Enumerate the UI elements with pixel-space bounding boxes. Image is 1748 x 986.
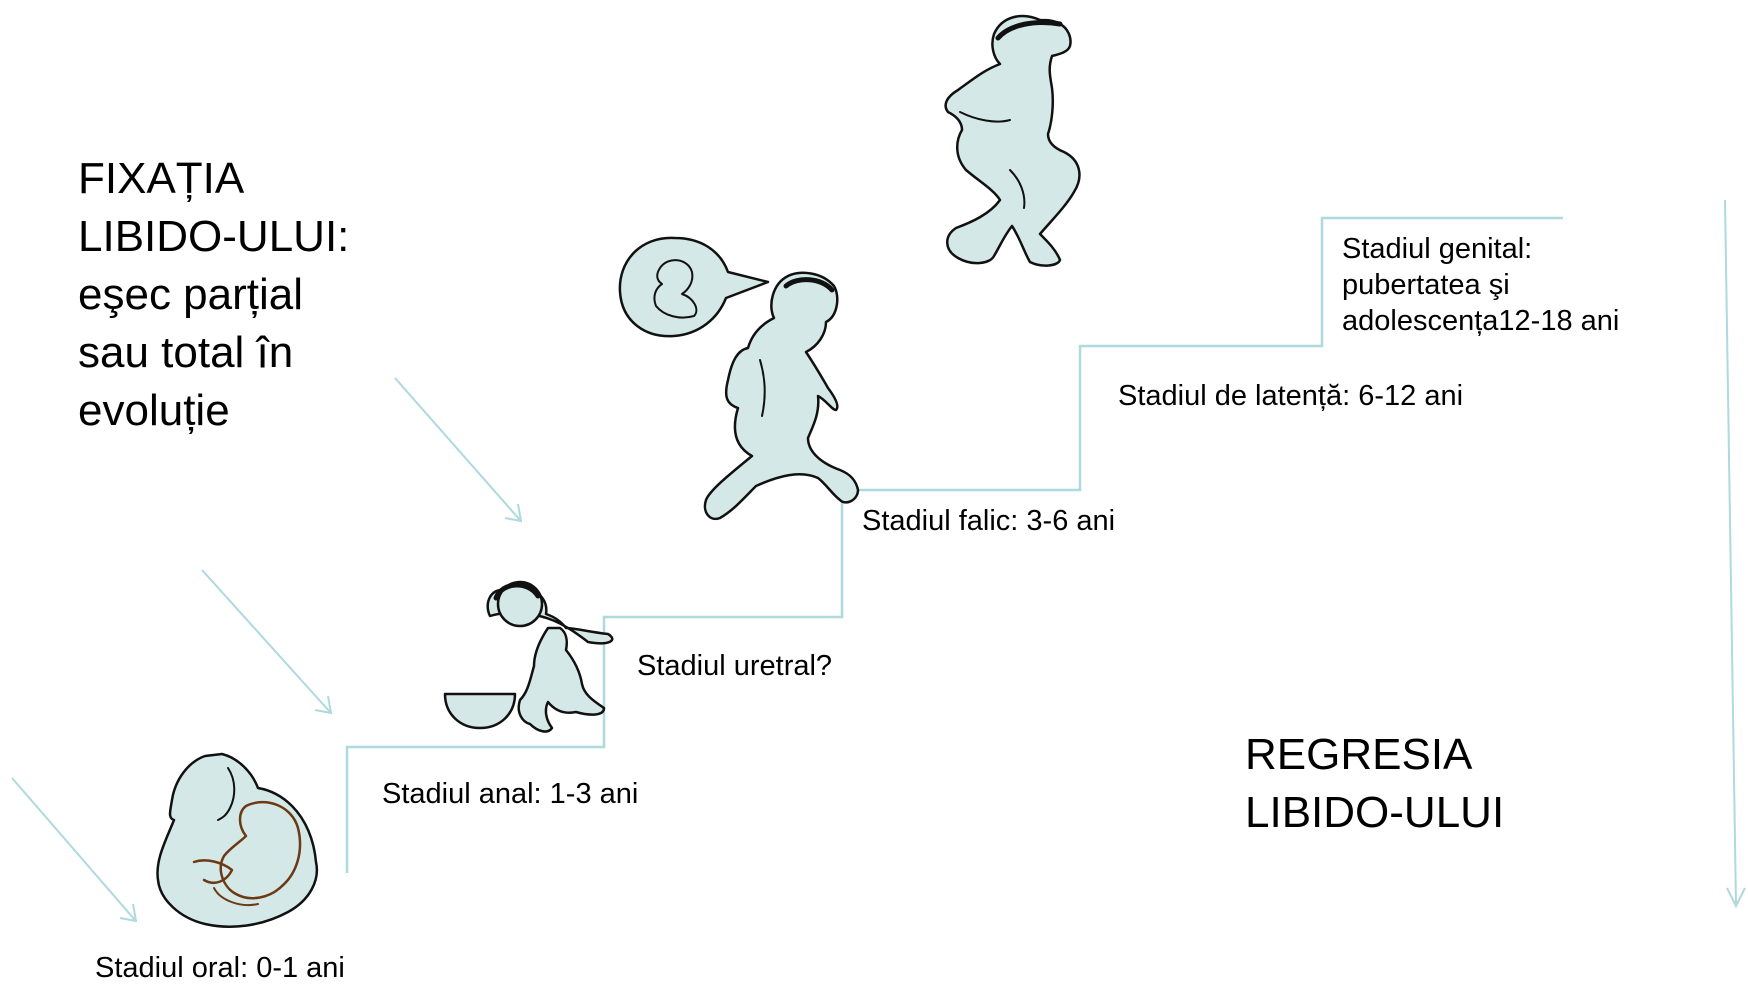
fixation-title: FIXAȚIA LIBIDO-ULUI: eşec parțial sau to… [78, 150, 349, 440]
fixation-arrows [11, 377, 523, 923]
fixation-line: eşec parțial [78, 270, 304, 319]
stage-label-anal: Stadiul anal: 1-3 ani [382, 778, 639, 810]
stage-label-latenta: Stadiul de latență: 6-12 ani [1118, 380, 1464, 412]
toddler-on-potty-icon [443, 580, 614, 733]
stage-label-genital: Stadiul genital: pubertatea şi adolescen… [1342, 231, 1619, 339]
fixation-line: LIBIDO-ULUI: [78, 212, 350, 261]
thought-bubble-icon [618, 236, 770, 338]
stage-label-falic: Stadiul falic: 3-6 ani [862, 505, 1116, 537]
arrow-to-falic [394, 377, 523, 523]
fixation-line: evoluție [78, 386, 230, 435]
arrow-to-anal [201, 569, 333, 715]
regression-arrow [1724, 199, 1746, 909]
arrow-to-oral [11, 777, 138, 923]
regression-title: REGRESIA LIBIDO-ULUI [1245, 726, 1504, 842]
walking-child-icon [703, 271, 860, 521]
genital-line: Stadiul genital: [1342, 233, 1533, 265]
regression-line: LIBIDO-ULUI [1245, 788, 1505, 837]
genital-line: adolescența12-18 ani [1342, 305, 1620, 337]
genital-line: pubertatea şi [1342, 269, 1510, 301]
adolescent-icon [944, 14, 1081, 267]
fixation-line: sau total în [78, 328, 294, 377]
stage-label-uretral: Stadiul uretral? [637, 650, 833, 682]
mother-and-baby-icon [156, 752, 319, 928]
stage-label-oral: Stadiul oral: 0-1 ani [95, 952, 345, 984]
fixation-line: FIXAȚIA [78, 154, 245, 203]
regression-line: REGRESIA [1245, 730, 1473, 779]
